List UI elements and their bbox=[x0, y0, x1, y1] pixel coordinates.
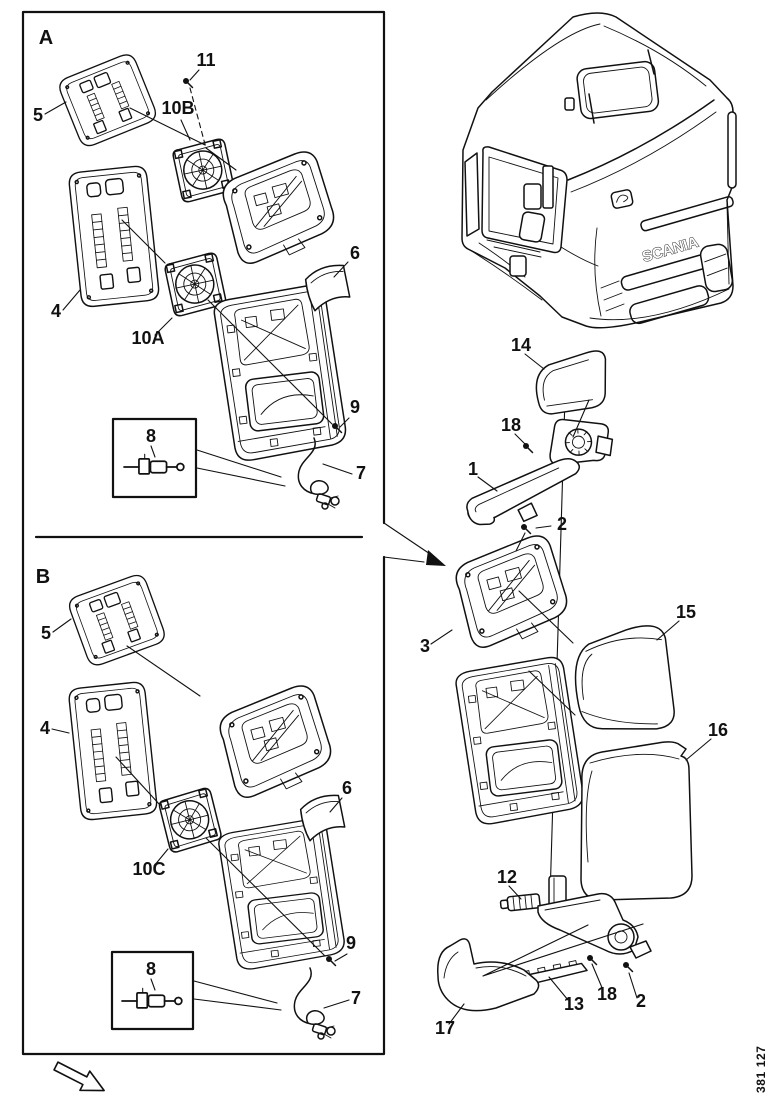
callout-r-2b: 2 bbox=[636, 991, 646, 1011]
callout-a-10b: 10B bbox=[161, 98, 194, 118]
callout-b-9: 9 bbox=[346, 933, 356, 953]
part-2-screw-lower bbox=[622, 961, 634, 973]
scania-badge-icon bbox=[610, 189, 634, 209]
part-4-main-glass-b bbox=[67, 680, 159, 822]
inset-box-8-a bbox=[111, 417, 198, 499]
part-9-screw-b bbox=[325, 955, 337, 967]
callout-a-7: 7 bbox=[356, 463, 366, 483]
callout-a-9: 9 bbox=[350, 397, 360, 417]
part-18-screw-upper bbox=[522, 442, 534, 454]
grille-band-low bbox=[629, 285, 710, 325]
callout-r-3: 3 bbox=[420, 636, 430, 656]
callout-b-7: 7 bbox=[351, 988, 361, 1008]
callout-a-6: 6 bbox=[350, 243, 360, 263]
hatch-hinge bbox=[564, 97, 575, 111]
detail-arrow bbox=[383, 522, 446, 566]
callout-b-6: 6 bbox=[342, 778, 352, 798]
part-2-screw-upper bbox=[520, 523, 532, 535]
part-5-wide-glass-b bbox=[65, 571, 168, 669]
panel-b-label: B bbox=[36, 566, 50, 588]
wide-mirror-housing-b bbox=[213, 681, 339, 803]
main-housing-right bbox=[453, 654, 587, 827]
inset-box-8-b bbox=[110, 950, 195, 1031]
antenna-lines bbox=[588, 49, 655, 124]
part-1-arm-plate bbox=[461, 456, 587, 530]
callout-b-4: 4 bbox=[40, 718, 50, 738]
leader-lines-a bbox=[44, 69, 353, 487]
wide-mirror-housing-a bbox=[216, 147, 342, 269]
callout-b-10c: 10C bbox=[132, 859, 165, 879]
callout-r-15: 15 bbox=[676, 602, 696, 622]
callout-b-8: 8 bbox=[146, 959, 156, 979]
callout-r-17: 17 bbox=[435, 1018, 455, 1038]
roof-hatch bbox=[576, 60, 660, 120]
part-18-screw-lower bbox=[586, 954, 598, 966]
part-3-wide-housing bbox=[449, 531, 575, 653]
callout-r-14: 14 bbox=[511, 335, 531, 355]
cab-side-strip bbox=[727, 111, 737, 189]
part-8-connector-a bbox=[123, 453, 185, 475]
headlamp bbox=[699, 243, 734, 293]
panel-box bbox=[21, 10, 446, 1056]
part-10c-motor bbox=[157, 786, 224, 855]
bumper-slats bbox=[600, 280, 625, 312]
part-8-connector-b bbox=[121, 987, 183, 1009]
truck-cab: SCANIA bbox=[461, 12, 737, 329]
callout-b-5: 5 bbox=[41, 623, 51, 643]
callout-r-2a: 2 bbox=[557, 514, 567, 534]
page-direction-arrow-icon bbox=[53, 1061, 105, 1092]
cab-outline bbox=[461, 12, 734, 329]
leader-lines-b bbox=[51, 618, 350, 1011]
part-15-upper-cover bbox=[572, 624, 676, 733]
callout-a-4: 4 bbox=[51, 301, 61, 321]
section-b: B 5 4 10C 6 9 8 7 bbox=[36, 566, 361, 1040]
callout-a-11: 11 bbox=[196, 50, 215, 70]
interior-visor bbox=[518, 211, 546, 243]
callout-r-16: 16 bbox=[708, 720, 728, 740]
leader-lines-right bbox=[430, 353, 712, 1025]
callout-a-5: 5 bbox=[33, 105, 43, 125]
interior-mirror-arm bbox=[542, 165, 554, 209]
callout-r-18a: 18 bbox=[501, 415, 521, 435]
pivot-bracket bbox=[547, 416, 615, 466]
panel-a-label: A bbox=[39, 27, 53, 49]
wiper-lines bbox=[486, 239, 542, 258]
part-12-bracket-assembly bbox=[499, 875, 652, 959]
figure-number: 381 127 bbox=[754, 1045, 768, 1093]
callout-a-8: 8 bbox=[146, 426, 156, 446]
section-a: A 5 11 10B 4 10A 6 9 8 7 bbox=[33, 27, 366, 510]
callout-r-13: 13 bbox=[564, 994, 584, 1014]
callout-a-10a: 10A bbox=[131, 328, 164, 348]
part-7-cable-b bbox=[293, 967, 336, 1040]
callout-r-12: 12 bbox=[497, 867, 517, 887]
part-16-lower-cover bbox=[580, 741, 693, 901]
door-step bbox=[509, 255, 527, 277]
callout-r-18b: 18 bbox=[597, 984, 617, 1004]
part-5-wide-glass-a bbox=[55, 50, 160, 150]
panel-border bbox=[21, 10, 386, 1056]
grille-band-top bbox=[640, 196, 734, 232]
side-window bbox=[464, 152, 480, 237]
main-mirror-housing-b bbox=[216, 816, 347, 972]
part-14-top-shell bbox=[533, 349, 609, 416]
sun-visor-edge bbox=[567, 99, 715, 181]
right-assembly: 14 18 1 2 3 15 16 12 13 17 18 2 bbox=[420, 335, 728, 1038]
callout-r-1: 1 bbox=[468, 459, 478, 479]
interior-mirror-head bbox=[523, 183, 542, 210]
part-4-main-glass-a bbox=[67, 164, 161, 309]
part-6-cover-a bbox=[303, 263, 352, 313]
